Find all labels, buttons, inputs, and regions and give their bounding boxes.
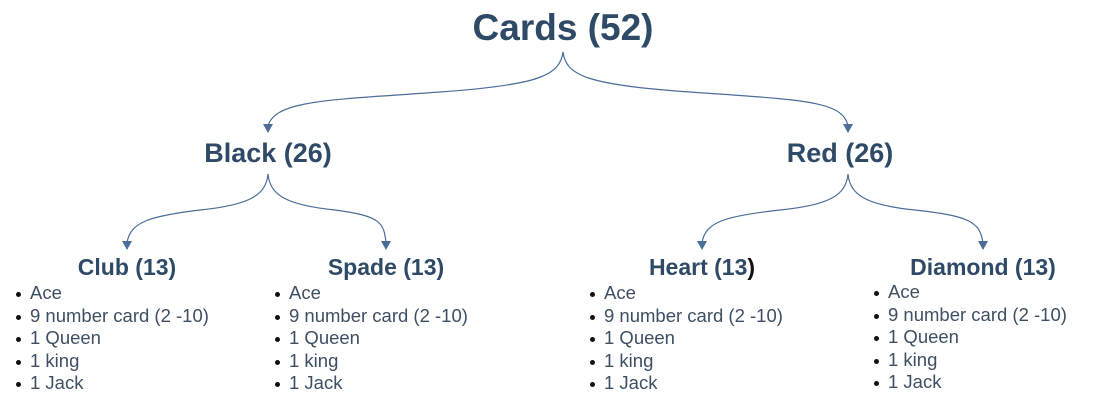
suit-node-spade: Spade (13) [327,254,445,280]
arrowhead-diamond-icon [978,241,988,250]
arrow-red-to-diamond [847,173,984,244]
heart-card-list: Ace 9 number card (2 -10) 1 Queen 1 king… [588,282,783,395]
arrow-red-to-heart [701,173,849,244]
arrowhead-black-icon [263,124,273,133]
list-item: Ace [14,282,209,305]
list-item: 1 king [14,350,209,373]
group-node-black: Black (26) [204,138,332,168]
suit-node-heart-label: Heart (13 [648,254,748,280]
list-item: 9 number card (2 -10) [273,305,468,328]
list-item: 9 number card (2 -10) [872,304,1067,327]
list-item: 1 king [273,350,468,373]
suit-node-diamond: Diamond (13) [910,254,1056,280]
list-item: 9 number card (2 -10) [14,305,209,328]
arrow-root-to-red [562,51,849,127]
spade-card-list: Ace 9 number card (2 -10) 1 Queen 1 king… [273,282,468,395]
arrow-black-to-club [126,173,269,244]
list-item: 1 Jack [273,372,468,395]
list-item: 1 king [872,349,1067,372]
arrow-black-to-spade [267,173,387,244]
suit-node-heart-paren: ) [747,254,756,280]
list-item: Ace [872,281,1067,304]
list-item: 1 Jack [14,372,209,395]
arrowhead-red-icon [843,124,853,133]
club-card-list: Ace 9 number card (2 -10) 1 Queen 1 king… [14,282,209,395]
suit-node-heart: Heart (13) [649,256,755,279]
list-item: 1 Jack [588,372,783,395]
list-item: 1 king [588,350,783,373]
list-item: Ace [273,282,468,305]
diamond-card-list: Ace 9 number card (2 -10) 1 Queen 1 king… [872,281,1067,394]
list-item: 1 Queen [872,326,1067,349]
list-item: 1 Queen [588,327,783,350]
arrowhead-heart-icon [697,241,707,250]
list-item: 1 Jack [872,371,1067,394]
root-node-cards: Cards (52) [472,7,654,48]
arrowhead-spade-icon [381,241,391,250]
list-item: 1 Queen [273,327,468,350]
suit-node-club: Club (13) [77,254,177,280]
arrow-root-to-black [267,51,564,127]
list-item: 9 number card (2 -10) [588,305,783,328]
group-node-red: Red (26) [786,138,894,168]
list-item: Ace [588,282,783,305]
list-item: 1 Queen [14,327,209,350]
arrowhead-club-icon [122,241,132,250]
